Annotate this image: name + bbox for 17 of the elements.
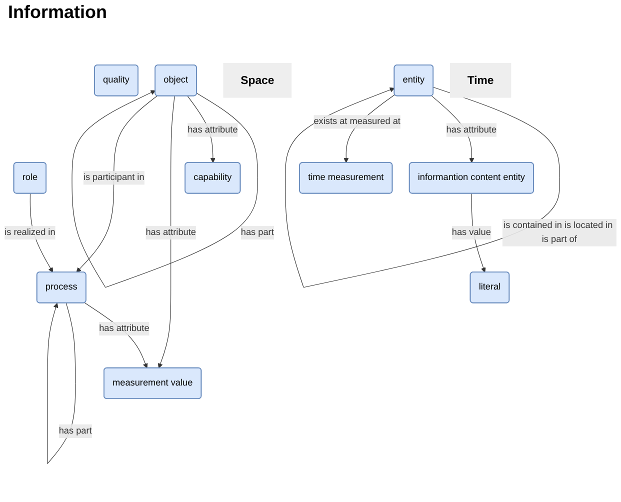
edge-label: has attribute: [446, 124, 497, 135]
edge-label: has part: [240, 228, 274, 238]
edge-label: has attribute: [188, 124, 238, 135]
node-box: Time: [450, 62, 512, 98]
edge-label: is contained in is located in is part of: [504, 220, 613, 244]
section-heading: Information: [8, 2, 108, 23]
edge-label: is realized in: [4, 228, 56, 238]
edge-label: has value: [452, 228, 491, 238]
edge-label: is participant in: [83, 172, 144, 182]
arrow: [285, 87, 560, 288]
arrow: [76, 96, 158, 273]
edge-label: exists at measured at: [314, 116, 400, 126]
arrow: [72, 90, 258, 288]
edge-label: has attribute: [146, 228, 196, 238]
edge-label: has part: [58, 426, 92, 436]
edge-label: has attribute: [99, 324, 150, 334]
arrow: [158, 96, 175, 368]
